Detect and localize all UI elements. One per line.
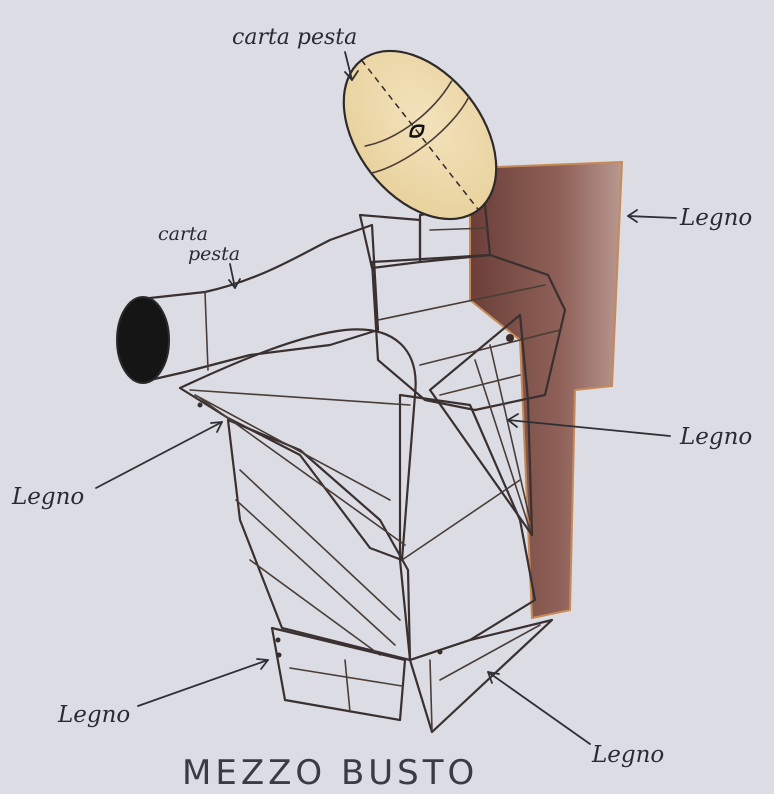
- neck-cone: [150, 225, 378, 380]
- label-legno-top-right: Legno: [679, 205, 752, 231]
- green-lower-torso: [228, 420, 410, 660]
- label-carta-pesta-neck-2: pesta: [188, 243, 240, 265]
- caption-mezzo-busto: MEZZO BUSTO: [182, 753, 478, 793]
- label-legno-bottom-right: Legno: [591, 742, 664, 768]
- right-wood-panel: [430, 315, 532, 535]
- neck-opening: [117, 297, 169, 383]
- label-carta-pesta-top: carta pesta: [232, 25, 357, 50]
- label-legno-bottom-left: Legno: [57, 702, 130, 728]
- label-legno-left: Legno: [11, 484, 84, 510]
- label-legno-right: Legno: [679, 424, 752, 450]
- pink-center-panel: [400, 395, 535, 660]
- label-carta-pesta-neck-1: carta: [158, 223, 208, 245]
